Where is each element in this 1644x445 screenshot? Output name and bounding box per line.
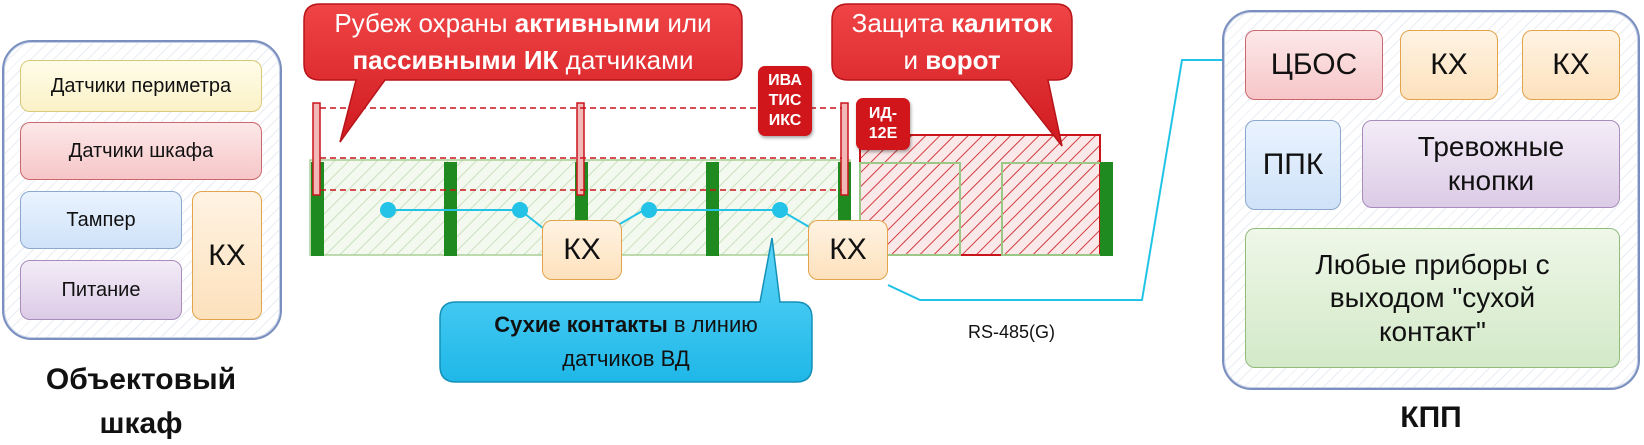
ir-sensor-pole xyxy=(577,103,584,195)
perimeter-sensors-label: Датчики периметра xyxy=(51,74,231,98)
checkpoint-kx2-box[interactable]: КХ xyxy=(1522,30,1620,100)
fence-kx-left-label: КХ xyxy=(563,232,601,268)
tamper-box[interactable]: Тампер xyxy=(20,191,182,249)
checkpoint-caption: КПП xyxy=(1222,396,1640,440)
tag-iva-tis-iks[interactable]: ИВА ТИС ИКС xyxy=(758,66,812,136)
alarm-buttons-line2: кнопки xyxy=(1418,164,1564,198)
callout-ir-part4: пассивными ИК xyxy=(352,45,558,75)
ppk-label: ППК xyxy=(1263,147,1324,183)
fence-kx-left[interactable]: КХ xyxy=(542,220,622,280)
fence-kx-right-label: КХ xyxy=(829,232,867,268)
dry-contact-devices-line2: выходом "сухой xyxy=(1315,281,1549,315)
callout-ir-part5: датчиками xyxy=(558,45,693,75)
power-box[interactable]: Питание xyxy=(20,260,182,320)
object-cabinet-caption: Объектовый шкаф xyxy=(0,358,282,445)
checkpoint-kx1-box[interactable]: КХ xyxy=(1400,30,1498,100)
callout-gates-part4: ворот xyxy=(925,45,1000,75)
cbos-box[interactable]: ЦБОС xyxy=(1245,30,1383,100)
ppk-box[interactable]: ППК xyxy=(1245,120,1341,210)
gate-protected-zone xyxy=(860,135,1100,255)
callout-gates-text: Защита калиток и ворот xyxy=(832,4,1072,80)
tamper-label: Тампер xyxy=(66,208,135,232)
fence-kx-right[interactable]: КХ xyxy=(808,220,888,280)
dry-contact-node xyxy=(772,202,788,218)
dry-contact-devices-line1: Любые приборы с xyxy=(1315,248,1549,282)
object-cabinet-caption-line1: Объектовый xyxy=(0,358,282,402)
callout-gates-part1: Защита xyxy=(852,8,951,38)
tag-id-12e[interactable]: ИД- 12Е xyxy=(856,98,910,150)
tag-id-line2: 12Е xyxy=(869,124,897,144)
callout-ir-part1: Рубеж охраны xyxy=(334,8,514,38)
callout-dry-part2: в линию xyxy=(668,312,758,337)
callout-dry-part1: Сухие контакты xyxy=(494,312,668,337)
power-label: Питание xyxy=(62,278,141,302)
rs485-label: RS-485(G) xyxy=(968,322,1055,343)
tag-iva-line2: ТИС xyxy=(768,91,802,111)
cabinet-kx-label: КХ xyxy=(208,238,246,274)
fence-post xyxy=(1100,162,1113,256)
tag-iva-line1: ИВА xyxy=(768,71,802,91)
cabinet-kx-box[interactable]: КХ xyxy=(192,191,262,320)
checkpoint-kx1-label: КХ xyxy=(1430,47,1468,83)
callout-ir-part3: или xyxy=(660,8,711,38)
dry-contact-devices-line3: контакт" xyxy=(1315,315,1549,349)
callout-ir-text: Рубеж охраны активными или пассивными ИК… xyxy=(304,4,742,80)
dry-contact-node xyxy=(380,202,396,218)
callout-dry-text: Сухие контакты в линию датчиков ВД xyxy=(440,302,812,382)
callout-gates-part2: калиток xyxy=(951,8,1052,38)
tag-id-line1: ИД- xyxy=(869,104,897,124)
dry-contact-devices-box[interactable]: Любые приборы с выходом "сухой контакт" xyxy=(1245,228,1620,368)
cbos-label: ЦБОС xyxy=(1271,47,1358,83)
cabinet-sensors-box[interactable]: Датчики шкафа xyxy=(20,122,262,180)
alarm-buttons-line1: Тревожные xyxy=(1418,130,1564,164)
callout-ir-part2: активными xyxy=(515,8,660,38)
checkpoint-kx2-label: КХ xyxy=(1552,47,1590,83)
callout-dry-part3: датчиков ВД xyxy=(562,346,689,371)
dry-contact-node xyxy=(512,202,528,218)
ir-sensor-pole xyxy=(313,103,320,195)
ir-sensor-pole xyxy=(841,103,848,195)
alarm-buttons-box[interactable]: Тревожные кнопки xyxy=(1362,120,1620,208)
cabinet-sensors-label: Датчики шкафа xyxy=(69,139,213,163)
callout-gates-part3: и xyxy=(903,45,925,75)
dry-contact-node xyxy=(641,202,657,218)
tag-iva-line3: ИКС xyxy=(768,111,802,131)
object-cabinet-caption-line2: шкаф xyxy=(0,402,282,445)
perimeter-sensors-box[interactable]: Датчики периметра xyxy=(20,60,262,112)
